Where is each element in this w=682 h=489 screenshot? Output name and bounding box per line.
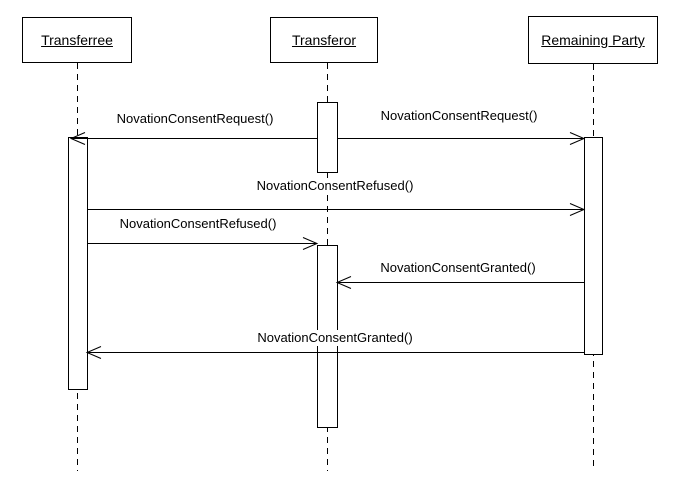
message-arrowhead-left-icon xyxy=(85,346,102,359)
message-label-novation-consent-granted-wide: NovationConsentGranted() xyxy=(254,330,416,346)
participant-name: Transferree xyxy=(41,32,113,48)
message-label-novation-consent-request-right: NovationConsentRequest() xyxy=(377,108,541,124)
message-arrowhead-left-icon xyxy=(69,132,86,145)
participant-box-transferree: Transferree xyxy=(22,17,132,63)
message-arrowhead-left-icon xyxy=(335,276,352,289)
message-label-novation-consent-refused-wide: NovationConsentRefused() xyxy=(253,178,417,194)
message-label-novation-consent-request-left: NovationConsentRequest() xyxy=(113,111,277,127)
message-label-novation-consent-granted-right: NovationConsentGranted() xyxy=(377,260,539,276)
participant-name: Transferor xyxy=(291,32,357,48)
message-arrowhead-right-icon xyxy=(569,203,586,216)
message-arrowhead-right-icon xyxy=(302,237,319,250)
activation-bar-transferree xyxy=(68,137,88,390)
activation-bar-remaining-party xyxy=(584,137,603,355)
message-arrowhead-right-icon xyxy=(569,132,586,145)
participant-box-transferor: Transferor xyxy=(270,17,378,63)
participant-box-remaining-party: Remaining Party xyxy=(528,16,658,64)
message-label-novation-consent-refused-left: NovationConsentRefused() xyxy=(116,216,280,232)
participant-name: Remaining Party xyxy=(541,32,645,48)
activation-bar-transferor-1 xyxy=(317,102,338,173)
